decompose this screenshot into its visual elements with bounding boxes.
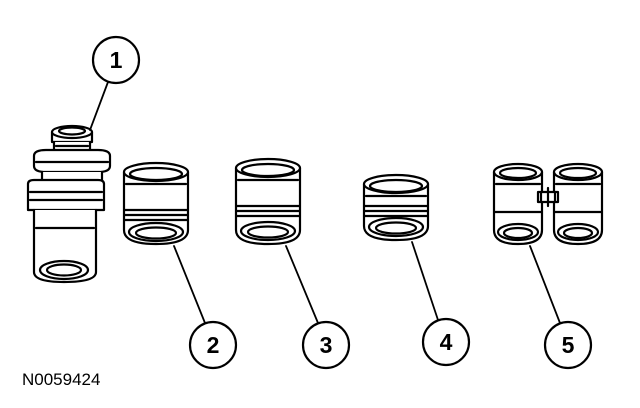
part-3-sleeve xyxy=(234,157,302,246)
part-4-sleeve xyxy=(362,173,430,242)
figure-id: N0059424 xyxy=(22,370,101,389)
leader-1 xyxy=(89,81,109,131)
part-2-sleeve xyxy=(122,161,190,246)
callout-2: 2 xyxy=(188,320,238,370)
callout-5-label: 5 xyxy=(562,332,575,358)
leader-4 xyxy=(411,241,439,321)
callout-1: 1 xyxy=(91,35,141,85)
callout-3: 3 xyxy=(301,320,351,370)
callout-1-label: 1 xyxy=(110,47,123,73)
callout-4: 4 xyxy=(421,317,471,367)
leader-lines xyxy=(89,81,561,324)
callout-2-label: 2 xyxy=(207,332,220,358)
leader-5 xyxy=(529,245,561,324)
callout-4-label: 4 xyxy=(440,329,453,355)
leader-3 xyxy=(285,245,319,324)
callout-3-label: 3 xyxy=(320,332,333,358)
callout-5: 5 xyxy=(543,320,593,370)
leader-2 xyxy=(173,245,206,324)
part-5-twin-sleeves xyxy=(492,162,604,246)
part-1-lifter-assembly xyxy=(26,124,112,284)
